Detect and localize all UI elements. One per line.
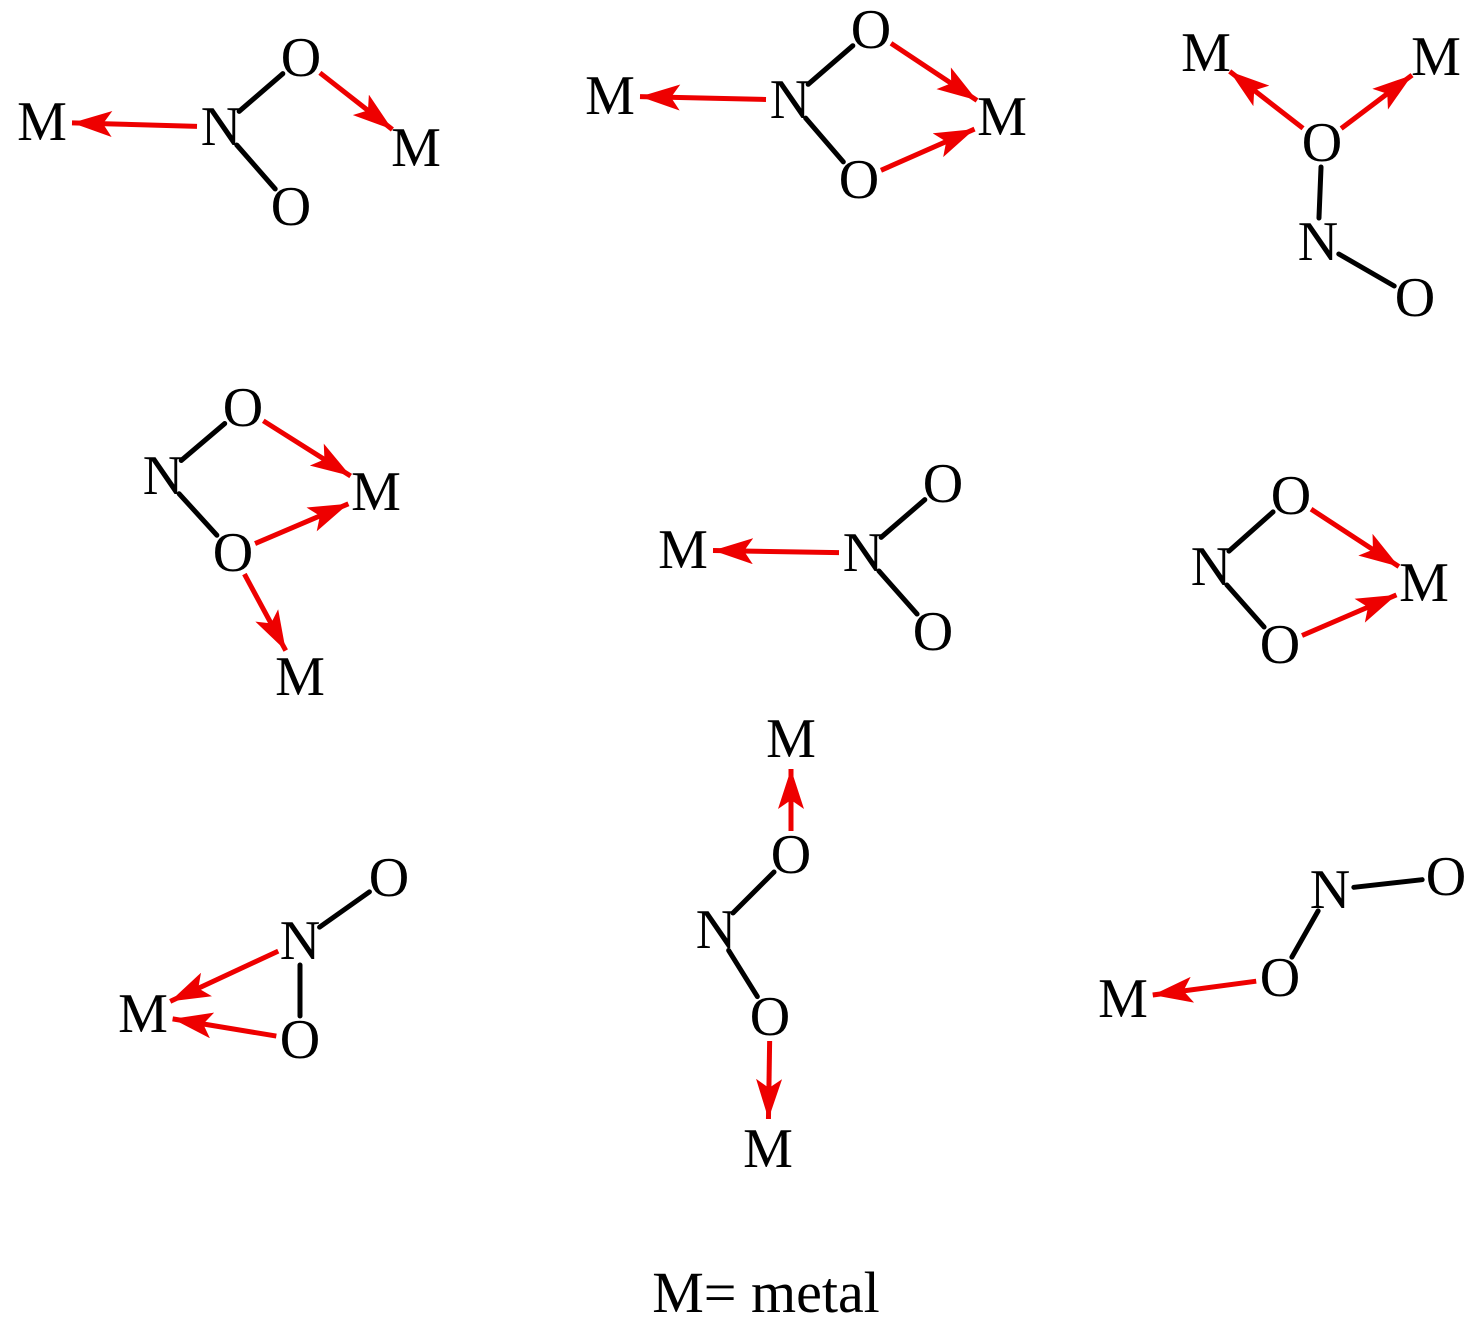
coordination-arrow-o1-to-m1 — [1309, 507, 1401, 569]
atom-label-nitrogen: N — [280, 910, 320, 972]
atom-label-nitrogen: N — [1191, 536, 1231, 598]
bond-n-o2 — [803, 115, 846, 165]
atom-label-metal: M — [391, 117, 441, 179]
atom-label-oxygen: O — [1302, 112, 1342, 174]
coordination-arrow-o2-to-m1 — [1301, 592, 1398, 638]
coordination-arrow-o1-to-m1 — [261, 418, 352, 479]
atom-label-metal: M — [275, 646, 325, 708]
atom-label-oxygen: O — [839, 149, 879, 211]
bond-n-o2 — [1289, 908, 1321, 960]
structure-3: ONO M M — [1181, 22, 1461, 329]
atom-label-oxygen: O — [369, 847, 409, 909]
bond-n-o1 — [1351, 877, 1425, 890]
bond-o1-n — [178, 421, 228, 463]
coordination-arrow-n-to-m1 — [712, 538, 840, 565]
atom-label-oxygen: O — [281, 27, 321, 89]
structure-5: NO O M — [658, 453, 963, 663]
atom-label-nitrogen: N — [770, 69, 810, 131]
structure-2: NO O M M — [585, 0, 1027, 211]
coordination-arrow-o2-to-m1 — [172, 1012, 277, 1039]
structure-1: NO O M M — [17, 27, 441, 238]
coordination-arrow-o2-to-m2 — [756, 1040, 783, 1120]
coordination-arrow-o1-to-m2 — [1339, 73, 1414, 131]
atom-label-metal: M — [118, 983, 168, 1045]
coordination-arrow-n-to-m1 — [639, 84, 767, 111]
atom-label-metal: M — [17, 91, 67, 153]
atom-label-metal: M — [351, 461, 401, 523]
bond-o1-n — [1316, 164, 1324, 221]
coordination-arrow-o1-to-m2 — [318, 70, 394, 132]
coordination-arrow-o2-to-m2 — [242, 572, 288, 652]
atom-label-oxygen: O — [271, 176, 311, 238]
atom-label-oxygen: O — [1395, 267, 1435, 329]
bond-n-o1 — [878, 497, 928, 540]
coordination-arrow-n-to-m1 — [71, 110, 198, 137]
atom-label-oxygen: O — [913, 601, 953, 663]
atom-label-metal: M — [977, 86, 1027, 148]
atom-label-metal: M — [1399, 552, 1449, 614]
atom-label-oxygen: O — [1260, 614, 1300, 676]
atom-label-oxygen: O — [213, 522, 253, 584]
bond-n-o2 — [1224, 582, 1267, 630]
atom-label-oxygen: O — [923, 453, 963, 515]
coordination-arrow-o1-to-m1 — [1228, 69, 1305, 131]
atom-label-oxygen: O — [750, 986, 790, 1048]
atom-label-nitrogen: N — [696, 899, 736, 961]
atom-label-nitrogen: N — [201, 96, 241, 158]
atom-label-nitrogen: N — [843, 522, 883, 584]
bond-n-o2 — [234, 142, 278, 192]
atom-label-nitrogen: N — [143, 445, 183, 507]
atom-label-oxygen: O — [223, 377, 263, 439]
atom-label-metal: M — [1411, 26, 1461, 88]
bond-n-o2 — [176, 491, 220, 538]
atom-label-oxygen: O — [1426, 846, 1466, 908]
bond-n-o1 — [805, 43, 856, 87]
coordination-arrow-o2-to-m2 — [879, 126, 976, 173]
bond-o1-n — [1226, 509, 1276, 554]
atom-label-oxygen: O — [280, 1009, 320, 1071]
atom-label-oxygen: O — [771, 824, 811, 886]
bond-o1-n — [730, 869, 777, 916]
metal-legend-caption: M= metal — [652, 1260, 880, 1325]
atom-label-oxygen: O — [851, 0, 891, 61]
bond-n-o2 — [1336, 251, 1397, 289]
coordination-arrow-o2-to-m1 — [254, 501, 350, 546]
atom-label-metal: M — [658, 519, 708, 581]
atom-label-metal: M — [585, 65, 635, 127]
bond-n-o1 — [236, 71, 286, 114]
structure-7: ONO M — [118, 847, 409, 1071]
bond-n-o1 — [317, 889, 372, 930]
atom-label-metal: M — [766, 708, 816, 770]
bond-n-o2 — [726, 947, 760, 1000]
atom-label-metal: M — [1098, 968, 1148, 1030]
bond-n-o2 — [876, 568, 920, 617]
atom-label-oxygen: O — [1260, 947, 1300, 1009]
atom-label-nitrogen: N — [1310, 859, 1350, 921]
structure-6: ONO M — [1191, 465, 1449, 676]
atom-label-oxygen: O — [1271, 465, 1311, 527]
coordination-arrow-n-to-m1 — [169, 948, 280, 1004]
atom-label-metal: M — [1181, 22, 1231, 84]
atom-label-nitrogen: N — [1298, 211, 1338, 273]
coordination-arrow-o1-to-m2 — [889, 41, 979, 103]
coordination-arrow-o2-to-m1 — [1152, 976, 1257, 1003]
atom-label-metal: M — [743, 1118, 793, 1180]
